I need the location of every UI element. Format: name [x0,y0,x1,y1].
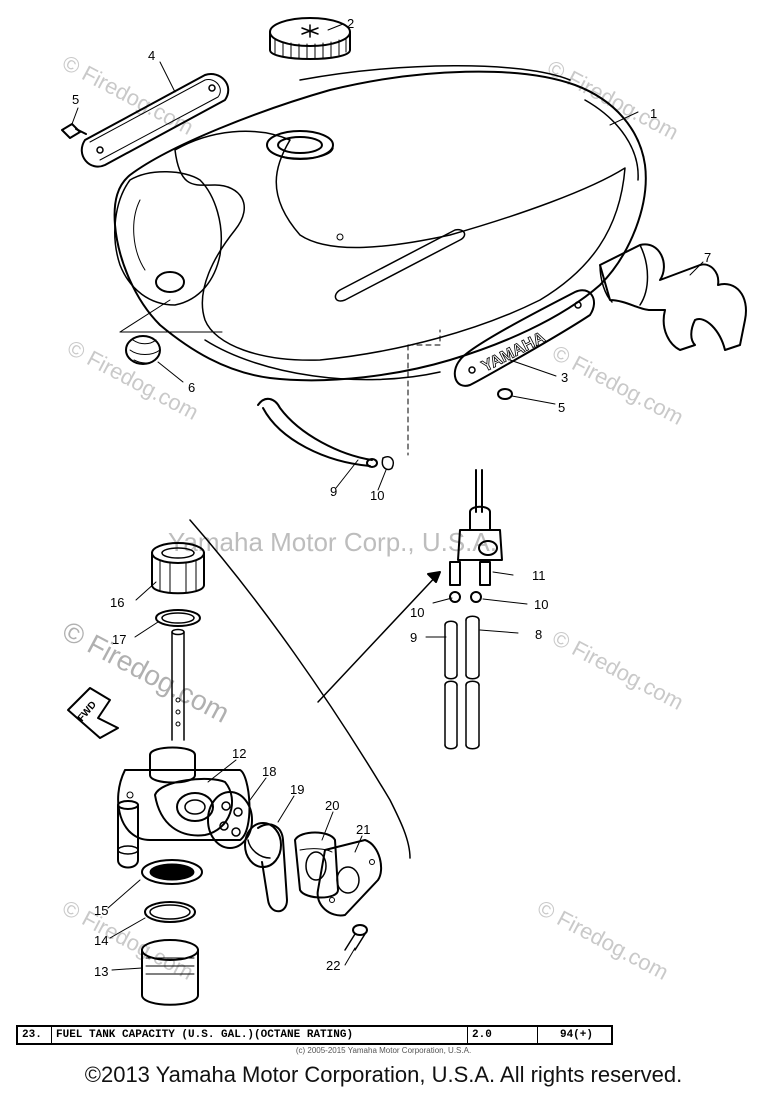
callout-9a: 9 [330,484,337,499]
callout-labels: 1 2 4 5 6 7 3 5 9 10 11 10 10 9 8 16 17 … [72,16,711,979]
fuel-cock-assembly [444,469,503,750]
small-copyright: (c) 2005-2015 Yamaha Motor Corporation, … [295,1046,472,1055]
fuel-tank-spec-table: 23. FUEL TANK CAPACITY (U.S. GAL.)(OCTAN… [16,1025,613,1045]
spec-description: FUEL TANK CAPACITY (U.S. GAL.)(OCTANE RA… [52,1027,468,1043]
cock-body [117,746,251,869]
callout-19: 19 [290,782,304,797]
screw [344,924,368,951]
watermark-yamaha-center: Yamaha Motor Corp., U.S.A. [168,527,497,557]
callout-10c: 10 [534,597,548,612]
callout-18: 18 [262,764,276,779]
copyright-notice: ©2013 Yamaha Motor Corporation, U.S.A. A… [84,1062,683,1087]
fuel-cap [269,17,351,60]
cock-lever [244,822,288,913]
callout-4: 4 [148,48,155,63]
callout-12: 12 [232,746,246,761]
callout-11: 11 [532,568,546,583]
callout-15: 15 [94,903,108,918]
fuel-tank [113,65,647,382]
cock-pipe [171,628,185,741]
callout-7: 7 [704,250,711,265]
callout-22: 22 [326,958,340,973]
callout-20: 20 [325,798,339,813]
fwd-arrow-icon [67,687,119,739]
callout-5b: 5 [558,400,565,415]
gasket [207,791,253,849]
tank-emblem [453,289,595,387]
callout-5a: 5 [72,92,79,107]
cushion [119,299,223,365]
leader-lines [71,23,704,971]
bolt-left [61,123,87,139]
packing [294,831,339,899]
callout-9b: 9 [410,630,417,645]
rubber-plate [80,73,230,168]
callout-21: 21 [356,822,370,837]
fwd-label: FWD [76,699,99,724]
spec-octane: 94(+) [559,1029,593,1041]
tank-bracket [599,243,747,351]
callout-10b: 10 [410,605,424,620]
strainer [141,859,203,885]
lever-plate [316,839,383,917]
callout-17: 17 [112,632,126,647]
callout-8: 8 [535,627,542,642]
callout-6: 6 [188,380,195,395]
callout-14: 14 [94,933,108,948]
spec-capacity: 2.0 [468,1027,538,1043]
callout-13: 13 [94,964,108,979]
callout-16: 16 [110,595,124,610]
callout-1: 1 [650,106,657,121]
callout-2: 2 [347,16,354,31]
spec-number: 23. [18,1027,52,1043]
callout-3: 3 [561,370,568,385]
fuel-cup [141,939,199,1006]
bolt-right [497,388,513,400]
o-ring-top [155,609,201,627]
fuel-pipe-top [257,397,395,471]
o-ring-bottom [144,901,196,923]
cock-nut [151,542,205,595]
callout-10a: 10 [370,488,384,503]
